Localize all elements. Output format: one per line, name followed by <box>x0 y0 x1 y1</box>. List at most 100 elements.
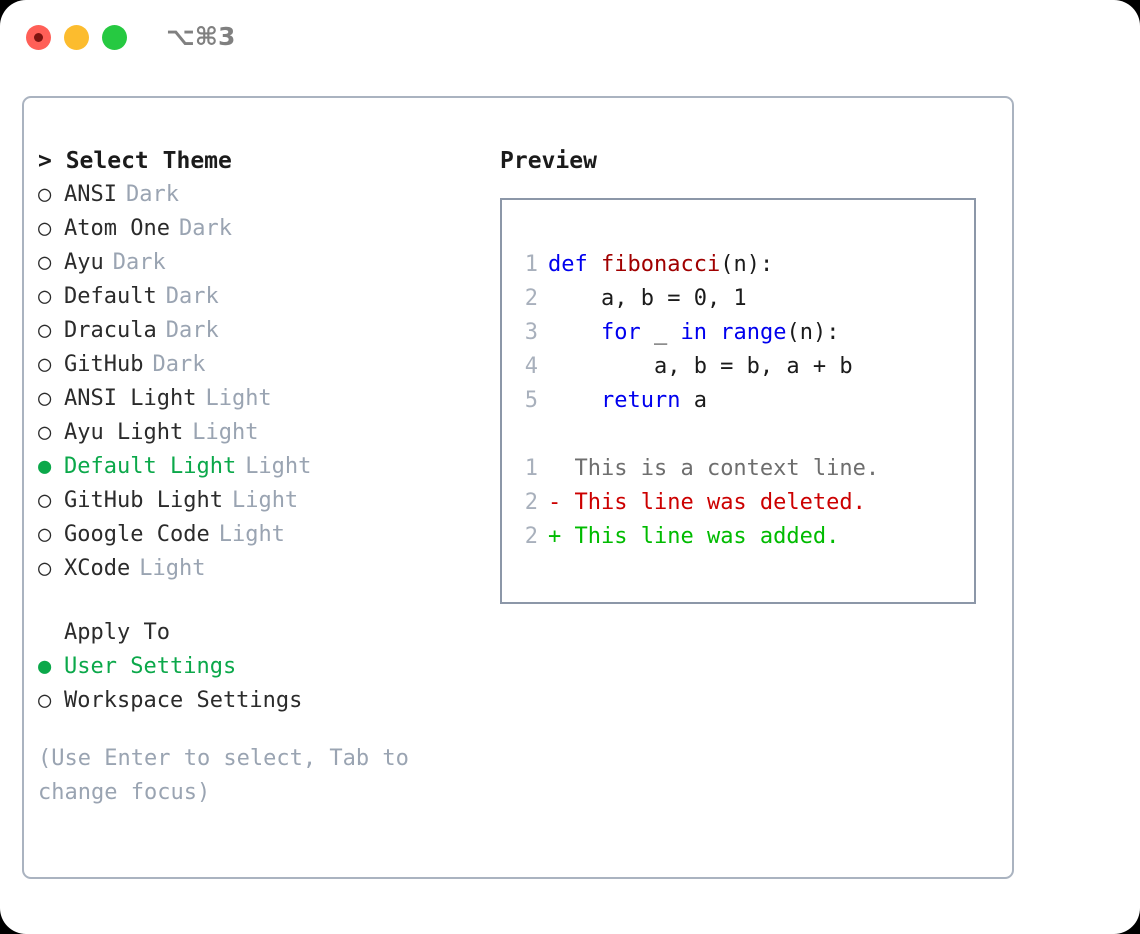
code-line-text: for _ in range(n): <box>548 316 839 350</box>
code-line-text: a, b = 0, 1 <box>548 282 747 316</box>
theme-option-github-light[interactable]: ○ GitHub Light Light <box>38 484 488 518</box>
code-token: (n): <box>786 320 840 345</box>
theme-option-name: ANSI <box>64 182 117 207</box>
theme-option-name: Dracula <box>64 318 157 343</box>
theme-option-kind: Dark <box>165 284 219 309</box>
theme-option-name: Google Code <box>64 522 210 547</box>
zoom-window-button[interactable] <box>102 25 127 50</box>
theme-option-name: GitHub Light <box>64 488 223 513</box>
select-theme-header: > Select Theme <box>38 148 232 174</box>
code-line-number: 1 <box>524 252 538 277</box>
title-bar: ⌥⌘3 <box>0 0 1140 78</box>
diff-line: 2- This line was deleted. <box>502 486 974 520</box>
theme-option-kind: Dark <box>152 352 206 377</box>
code-blank-separator <box>502 418 974 452</box>
code-token: in <box>680 320 707 345</box>
code-token <box>548 320 601 345</box>
theme-option-kind: Light <box>231 488 299 513</box>
theme-option-name: Atom One <box>64 216 170 241</box>
code-line: 1 def fibonacci(n): <box>502 248 974 282</box>
radio-unselected-icon: ○ <box>38 352 52 377</box>
minimize-window-button[interactable] <box>64 25 89 50</box>
theme-option-name: Default Light <box>64 454 237 479</box>
diff-line-number: 2 <box>524 524 538 549</box>
radio-unselected-icon: ○ <box>38 556 52 581</box>
theme-option-ayu[interactable]: ○ Ayu Dark <box>38 246 488 280</box>
code-token: (n): <box>720 252 774 277</box>
theme-option-name: GitHub <box>64 352 144 377</box>
code-line: 3 for _ in range(n): <box>502 316 974 350</box>
code-token: def <box>548 252 601 277</box>
code-token: _ <box>640 320 681 345</box>
diff-marker: + <box>548 524 562 549</box>
diff-line: 2 + This line was added. <box>502 520 974 554</box>
code-line-number: 5 <box>524 388 538 413</box>
radio-unselected-icon: ○ <box>38 386 52 411</box>
theme-option-default[interactable]: ○ Default Dark <box>38 280 488 314</box>
window-controls <box>26 25 127 50</box>
radio-unselected-icon: ○ <box>38 688 52 713</box>
code-line-text: return a <box>548 384 707 418</box>
theme-option-kind: Light <box>205 386 272 411</box>
theme-option-github[interactable]: ○ GitHub Dark <box>38 348 488 382</box>
code-line: 5 return a <box>502 384 974 418</box>
theme-option-dracula[interactable]: ○ Dracula Dark <box>38 314 488 348</box>
code-line-number: 2 <box>524 286 538 311</box>
theme-option-kind: Dark <box>112 250 166 275</box>
keyboard-shortcut-label: ⌥⌘3 <box>166 22 236 51</box>
diff-marker: - <box>548 490 562 515</box>
theme-option-kind: Light <box>245 454 312 479</box>
theme-option-name: Ayu Light <box>64 420 184 445</box>
radio-unselected-icon: ○ <box>38 488 52 513</box>
apply-to-option-user-settings[interactable]: ● User Settings <box>38 650 488 684</box>
theme-option-google-code[interactable]: ○ Google Code Light <box>38 518 488 552</box>
radio-unselected-icon: ○ <box>38 284 52 309</box>
radio-unselected-icon: ○ <box>38 182 52 207</box>
radio-unselected-icon: ○ <box>38 420 52 445</box>
code-token: a, b = b, a + b <box>548 354 853 379</box>
theme-option-name: XCode <box>64 556 131 581</box>
radio-selected-icon: ● <box>38 654 52 679</box>
code-line-text: def fibonacci(n): <box>548 248 773 282</box>
theme-option-ansi[interactable]: ○ ANSI Dark <box>38 178 488 212</box>
radio-unselected-icon: ○ <box>38 522 52 547</box>
apply-to-option-name: User Settings <box>64 654 237 679</box>
theme-option-name: Ayu <box>64 250 104 275</box>
hint-spacer <box>38 718 488 742</box>
radio-unselected-icon: ○ <box>38 250 52 275</box>
apply-to-header: Apply To <box>64 620 170 645</box>
preview-header: Preview <box>500 148 597 174</box>
close-window-button[interactable] <box>26 25 51 50</box>
theme-option-kind: Light <box>218 522 285 547</box>
diff-line: 1 This is a context line. <box>502 452 974 486</box>
code-token: fibonacci <box>600 252 721 277</box>
code-line: 4 a, b = b, a + b <box>502 350 974 384</box>
radio-unselected-icon: ○ <box>38 318 52 343</box>
apply-to-options-list: ● User Settings ○Workspace Settings <box>38 650 488 718</box>
diff-line-number: 1 <box>524 456 538 481</box>
theme-option-kind: Dark <box>125 182 179 207</box>
theme-option-ayu-light[interactable]: ○ Ayu Light Light <box>38 416 488 450</box>
code-token: a, b = 0, 1 <box>548 286 747 311</box>
apply-to-option-workspace-settings[interactable]: ○Workspace Settings <box>38 684 488 718</box>
code-line: 2 a, b = 0, 1 <box>502 282 974 316</box>
theme-option-kind: Light <box>192 420 259 445</box>
diff-line-text: This line was deleted. <box>561 490 866 515</box>
code-line-number: 4 <box>524 354 538 379</box>
list-spacer <box>38 586 488 616</box>
theme-option-kind: Dark <box>165 318 219 343</box>
theme-option-name: Default <box>64 284 157 309</box>
diff-line-text: This line was added. <box>561 524 840 549</box>
code-token: return <box>600 388 681 413</box>
radio-unselected-icon: ○ <box>38 216 52 241</box>
